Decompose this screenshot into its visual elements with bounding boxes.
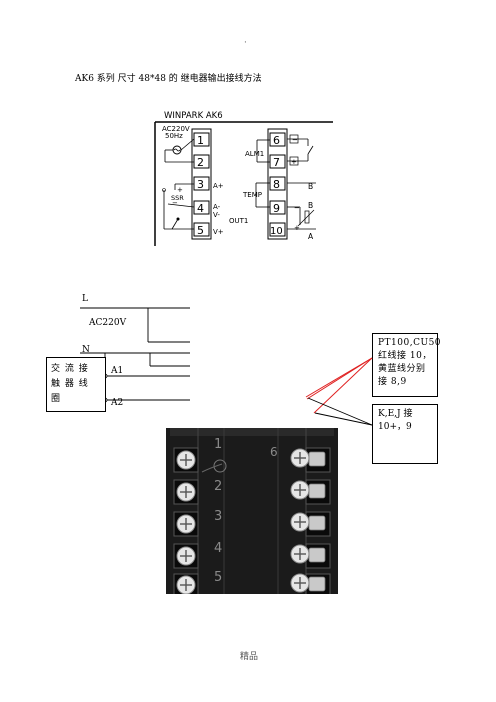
svg-text:+: + (291, 158, 297, 166)
temp-label: TEMP (242, 191, 262, 199)
terminal-block-photo: 1 2 3 4 5 6 (166, 428, 338, 594)
svg-text:−: − (292, 136, 298, 144)
svg-text:A-: A- (213, 203, 221, 211)
svg-text:10: 10 (270, 226, 283, 237)
thermocouple-note: K,E,J 接 10+，9 (378, 409, 413, 432)
power-label: AC220V (162, 125, 190, 133)
svg-text:3: 3 (214, 509, 222, 524)
ssr-label: SSR (171, 194, 184, 202)
terminal-6: 6 (269, 132, 286, 147)
svg-text:2: 2 (214, 479, 222, 494)
terminal-2: 2 (193, 154, 210, 169)
voltage-label: AC220V (89, 318, 127, 328)
coil-label: 交 流 接 触 器 线 圈 (51, 364, 89, 404)
svg-text:−: − (294, 204, 300, 212)
terminal-4: 4 (193, 200, 210, 215)
svg-text:3: 3 (197, 178, 204, 191)
terminal-9: 9 (269, 200, 286, 215)
page-title: AK6 系列 尺寸 48*48 的 继电器输出接线方法 (75, 74, 262, 84)
svg-text:5: 5 (214, 570, 222, 585)
svg-text:B: B (308, 201, 313, 210)
svg-text:4: 4 (214, 541, 222, 556)
header-mark: · (244, 38, 247, 48)
svg-text:+: + (294, 224, 300, 232)
svg-text:8: 8 (273, 178, 280, 191)
terminal-3: 3 (193, 176, 210, 191)
thermocouple-note-box: K,E,J 接 10+，9 (372, 404, 438, 464)
svg-text:7: 7 (273, 156, 280, 169)
terminal-10: 10 (269, 222, 286, 237)
terminal-5: 5 (193, 222, 210, 237)
svg-text:6: 6 (270, 445, 278, 459)
rtd-note-box: PT100,CU50 红线接 10，黄蓝线分别接 8,9 (372, 333, 442, 397)
svg-text:B: B (308, 182, 313, 191)
line-n-label: N (82, 345, 90, 355)
svg-text:V-: V- (213, 211, 220, 219)
terminal-a2-label: A2 (111, 398, 124, 408)
out-label: OUT1 (229, 217, 248, 225)
power-freq-label: 50Hz (165, 132, 183, 140)
terminal-8: 8 (269, 176, 286, 191)
terminal-7: 7 (269, 154, 286, 169)
alarm-label: ALM1 (245, 150, 264, 158)
pointer-lines (305, 357, 373, 426)
brand-label: WINPARK AK6 (164, 111, 223, 121)
svg-text:6: 6 (273, 134, 280, 147)
svg-text:1: 1 (197, 134, 204, 147)
terminal-1: 1 (193, 132, 210, 147)
line-l-label: L (82, 294, 88, 304)
footer-label: 精品 (240, 652, 259, 662)
svg-text:A+: A+ (213, 182, 224, 190)
svg-text:−: − (172, 199, 178, 207)
svg-text:1: 1 (214, 437, 222, 452)
svg-text:4: 4 (197, 202, 204, 215)
contactor-coil-box: 交 流 接 触 器 线 圈 (46, 357, 106, 412)
wiring-diagram: WINPARK AK6 1 2 3 4 5 6 7 8 9 (154, 111, 333, 246)
svg-text:2: 2 (197, 156, 204, 169)
svg-text:9: 9 (273, 202, 280, 215)
svg-text:A: A (308, 232, 314, 241)
terminal-a1-label: A1 (111, 366, 124, 376)
svg-text:+: + (177, 186, 183, 194)
svg-text:5: 5 (197, 224, 204, 237)
rtd-note: PT100,CU50 红线接 10，黄蓝线分别接 8,9 (378, 338, 442, 387)
svg-text:V+: V+ (213, 228, 224, 236)
